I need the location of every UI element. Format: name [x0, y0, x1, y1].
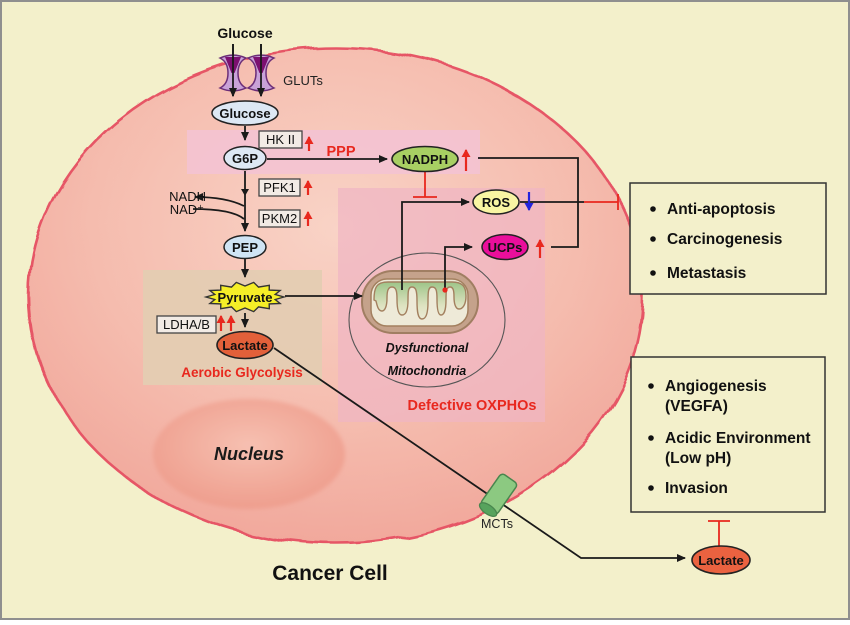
metabolite-nodes: Glucose G6P PEP Pyruvate Lactate NADPH R…: [203, 100, 751, 575]
nucleus: [153, 399, 345, 509]
lactate-external-node: [691, 545, 751, 575]
dysfunctional-label-line2: Mitochondria: [388, 364, 467, 378]
dysfunctional-label-line1: Dysfunctional: [386, 341, 469, 355]
effects-box-2-frame: [630, 356, 826, 513]
arrow-lactate-export: [273, 347, 686, 562]
inhibition-lines: [413, 172, 730, 546]
glucose-node: [211, 100, 279, 126]
ucps-node-label: UCPs: [488, 240, 523, 255]
nucleus-label: Nucleus: [214, 444, 284, 464]
mid-arrowhead-glycolysis: [241, 189, 249, 196]
bullet-icon: [648, 383, 654, 389]
effect-carcinogenesis: Carcinogenesis: [667, 231, 782, 248]
glucose-node-label: Glucose: [219, 106, 270, 121]
bullet-icon: [648, 435, 654, 441]
tbar-ros-to-effects: [584, 194, 619, 210]
bullet-icon: [648, 485, 654, 491]
ldhab-box: [156, 315, 217, 334]
effect-low-ph: (Low pH): [665, 450, 731, 467]
effect-acidic-environment: Acidic Environment: [665, 430, 811, 447]
effect-vegfa: (VEGFA): [665, 398, 728, 415]
g6p-node: [223, 145, 267, 171]
nad-label: NAD⁺: [170, 202, 204, 217]
effect-anti-apoptosis: Anti-apoptosis: [667, 201, 776, 218]
trend-arrows: [216, 136, 545, 331]
glut-transporters: [218, 44, 276, 97]
pyruvate-node-label: Pyruvate: [218, 290, 273, 305]
red-dot-mito-contact: [442, 287, 448, 293]
nadh-label: NADH: [169, 189, 206, 204]
line-nad-input: [192, 208, 245, 220]
pkm2-box: [258, 209, 301, 228]
hk2-label: HK II: [266, 132, 295, 147]
mct-transporter-icon: [478, 473, 518, 518]
defective-oxphos-label: Defective OXPHOs: [408, 398, 537, 414]
cancer-cell-label: Cancer Cell: [272, 562, 388, 585]
gluts-label: GLUTs: [283, 73, 323, 88]
enzyme-boxes: HK II PFK1 PKM2 LDHA/B: [156, 130, 303, 334]
effects-box-1-frame: [629, 182, 827, 295]
pfk1-box: [258, 178, 301, 197]
pep-node: [223, 234, 267, 260]
tbar-nadph-inhibits-ros: [413, 172, 437, 198]
ros-node: [472, 189, 520, 215]
glucose-external-label: Glucose: [217, 25, 272, 41]
lactate-node-label: Lactate: [222, 338, 268, 353]
arrow-mitochondria-to-ros: [401, 198, 470, 290]
pkm2-label: PKM2: [262, 211, 297, 226]
mcts-label: MCTs: [481, 517, 513, 531]
ros-node-label: ROS: [482, 195, 511, 210]
effect-invasion: Invasion: [665, 480, 728, 497]
tbar-lactate-to-effects: [708, 520, 730, 546]
pfk1-label: PFK1: [263, 180, 296, 195]
ldhab-label: LDHA/B: [163, 317, 210, 332]
arrow-mitochondria-to-ucps: [444, 243, 473, 289]
bullet-icon: [650, 206, 656, 212]
pep-node-label: PEP: [232, 240, 258, 255]
arrow-to-nadh: [194, 193, 245, 207]
bullet-icon: [650, 236, 656, 242]
effects-box-2: Angiogenesis (VEGFA) Acidic Environment …: [630, 356, 826, 513]
effect-metastasis: Metastasis: [667, 265, 746, 282]
mitochondria-icon: [361, 270, 479, 334]
ppp-label: PPP: [326, 144, 355, 160]
mitochondria-outline-circle: [348, 252, 506, 388]
ucps-node: [481, 233, 529, 261]
lactate-node: [216, 330, 274, 360]
nadph-node: [391, 145, 459, 173]
effect-angiogenesis: Angiogenesis: [665, 378, 767, 395]
hk2-box: [258, 130, 303, 149]
g6p-node-label: G6P: [232, 151, 258, 166]
pyruvate-node: [203, 281, 287, 313]
nadph-node-label: NADPH: [402, 152, 448, 167]
lactate-external-label: Lactate: [698, 553, 744, 568]
bullet-icon: [650, 270, 656, 276]
effects-box-1: Anti-apoptosis Carcinogenesis Metastasis: [629, 182, 827, 295]
aerobic-glycolysis-label: Aerobic Glycolysis: [181, 365, 303, 380]
